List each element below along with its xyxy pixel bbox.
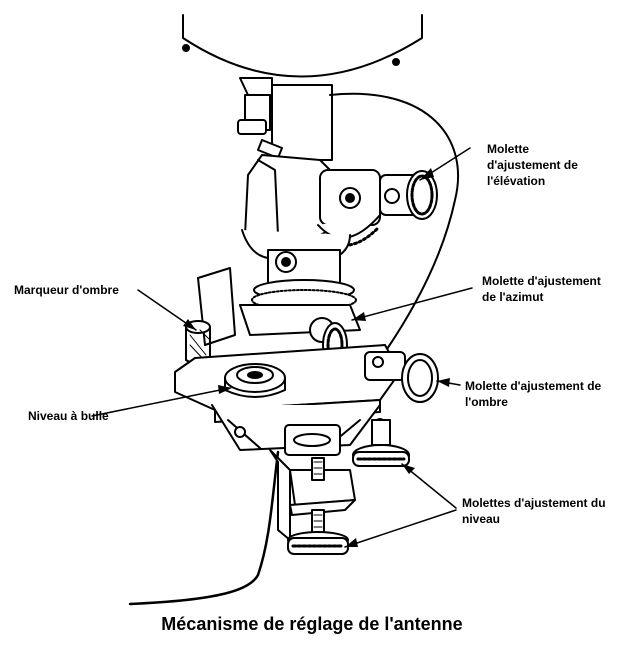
arrow-niveau-bulle xyxy=(218,385,232,394)
arrow-niveau-1 xyxy=(402,464,415,474)
leader-lines xyxy=(91,147,473,548)
arrow-ombre-marqueur xyxy=(183,319,196,330)
shadow-knob xyxy=(364,351,439,403)
arrow-ombre-molette xyxy=(437,378,450,387)
leader-niveau-bulle xyxy=(91,387,231,417)
arrow-heads xyxy=(183,168,450,547)
cable-lower xyxy=(128,450,280,606)
label-elevation-knob: Molette d'ajustement de l'élévation xyxy=(487,142,578,188)
cable xyxy=(329,92,460,353)
arrow-niveau-2 xyxy=(345,538,358,547)
diagram-title: Mécanisme de réglage de l'antenne xyxy=(161,614,463,634)
shadow-marker xyxy=(185,267,236,365)
label-shadow-knob: Molette d'ajustement de l'ombre xyxy=(465,379,602,409)
azimuth-assembly xyxy=(239,229,361,368)
antenna-dish xyxy=(182,14,423,78)
label-shadow-marker: Marqueur d'ombre xyxy=(14,283,119,297)
level-knob-bottom xyxy=(287,509,349,555)
label-azimuth-knob: Molette d'ajustement de l'azimut xyxy=(482,274,601,304)
mast xyxy=(237,77,333,161)
label-bubble-level: Niveau à bulle xyxy=(28,409,109,423)
clamp xyxy=(269,449,356,541)
leader-niveau-2 xyxy=(344,509,457,548)
lower-bracket xyxy=(211,404,386,456)
arrow-azimut xyxy=(352,312,366,321)
level-knob-right xyxy=(352,419,410,467)
label-level-knobs: Molettes d'ajustement du niveau xyxy=(462,496,606,526)
arrow-elevation xyxy=(420,168,434,180)
elevation-knob xyxy=(379,170,438,220)
leader-azimut xyxy=(351,287,473,321)
